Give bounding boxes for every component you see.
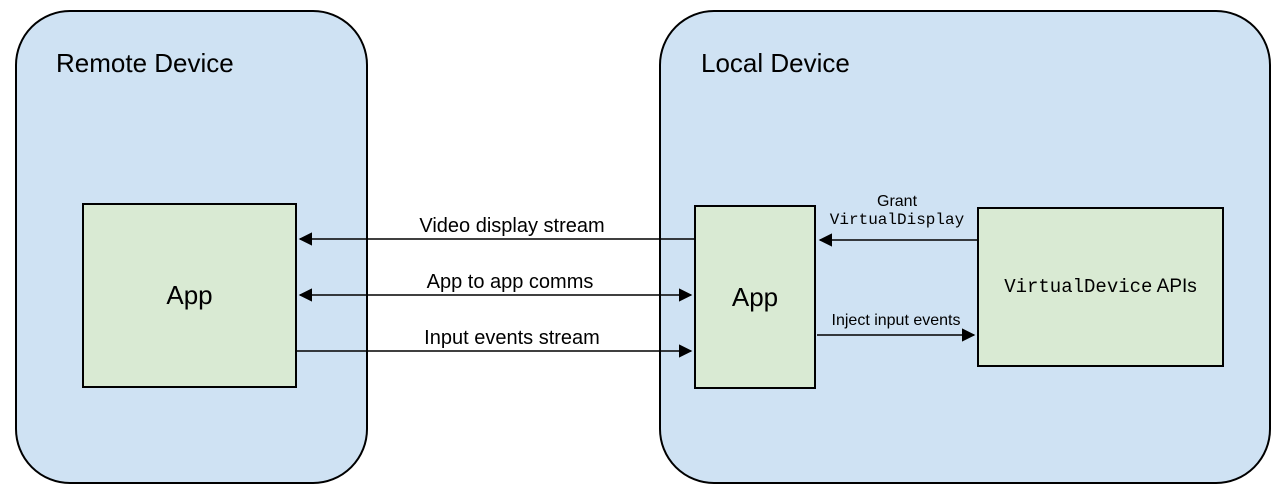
grant-virtualdisplay-label: Grant VirtualDisplay <box>830 193 964 230</box>
local-app-box: App <box>694 205 816 389</box>
apis-text: APIs <box>1152 276 1197 297</box>
virtualdevice-apis-box: VirtualDevice APIs <box>977 207 1224 367</box>
virtualdevice-apis-label: VirtualDevice APIs <box>1004 276 1197 298</box>
grant-label-line1: Grant <box>876 193 918 210</box>
grant-label-line2: VirtualDisplay <box>829 211 965 230</box>
remote-app-box: App <box>82 203 297 388</box>
input-events-stream-label: Input events stream <box>424 327 600 349</box>
local-app-label: App <box>731 281 779 312</box>
remote-app-label: App <box>166 280 213 310</box>
video-display-stream-label: Video display stream <box>419 215 605 237</box>
virtualdevice-code-text: VirtualDevice <box>1004 276 1153 298</box>
remote-device-title: Remote Device <box>56 48 234 78</box>
inject-input-events-label: Inject input events <box>831 312 961 329</box>
local-device-title: Local Device <box>701 48 850 78</box>
app-to-app-comms-label: App to app comms <box>426 271 594 293</box>
